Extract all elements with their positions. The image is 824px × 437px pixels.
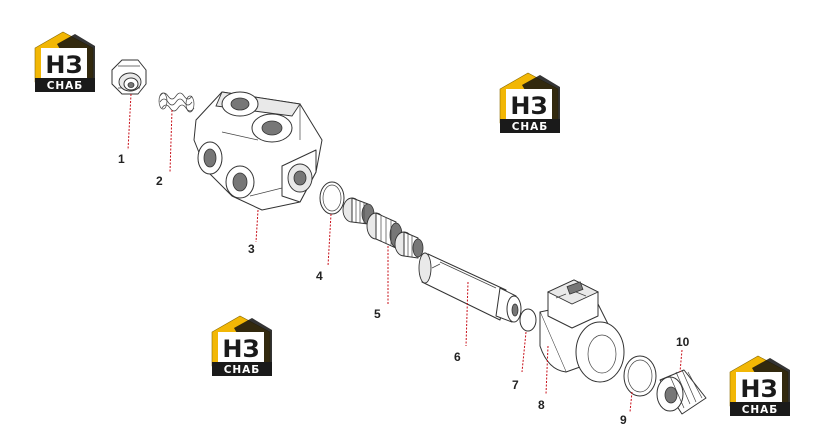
part-5-spool — [342, 197, 424, 259]
part-number-2: 2 — [156, 174, 163, 188]
leader-line-1 — [127, 93, 132, 151]
part-7-small-o-ring — [519, 308, 537, 332]
part-number-5: 5 — [374, 307, 381, 321]
part-8-solenoid-coil — [539, 279, 625, 383]
part-10-knurled-nut — [656, 369, 707, 415]
part-2-spring — [158, 92, 195, 113]
leader-line-4 — [327, 213, 332, 267]
leader-line-9 — [629, 391, 633, 413]
watermark-logo-bottom-left — [211, 315, 273, 377]
part-number-7: 7 — [512, 378, 519, 392]
part-number-3: 3 — [248, 242, 255, 256]
part-number-1: 1 — [118, 152, 125, 166]
part-number-8: 8 — [538, 398, 545, 412]
leader-line-2 — [169, 109, 173, 173]
part-number-9: 9 — [620, 413, 627, 427]
part-number-10: 10 — [676, 335, 690, 349]
watermark-logo-center — [499, 72, 561, 134]
part-3-valve-body — [193, 91, 323, 211]
part-number-labels: 1 2 3 4 5 6 7 8 9 10 — [118, 152, 690, 427]
leader-lines — [127, 93, 683, 413]
watermark-logo-top-left — [34, 31, 96, 93]
part-9-washer — [623, 355, 657, 397]
part-6-solenoid-tube — [418, 252, 522, 323]
leader-line-3 — [255, 209, 259, 243]
part-1-hex-cap — [111, 59, 147, 95]
part-number-6: 6 — [454, 350, 461, 364]
leader-line-8 — [545, 345, 549, 395]
watermark-logo-bottom-right — [729, 355, 791, 417]
leader-line-7 — [521, 331, 527, 373]
part-number-4: 4 — [316, 269, 323, 283]
leader-line-6 — [465, 281, 469, 347]
leader-line-10 — [679, 349, 683, 373]
part-4-o-ring — [319, 181, 345, 215]
